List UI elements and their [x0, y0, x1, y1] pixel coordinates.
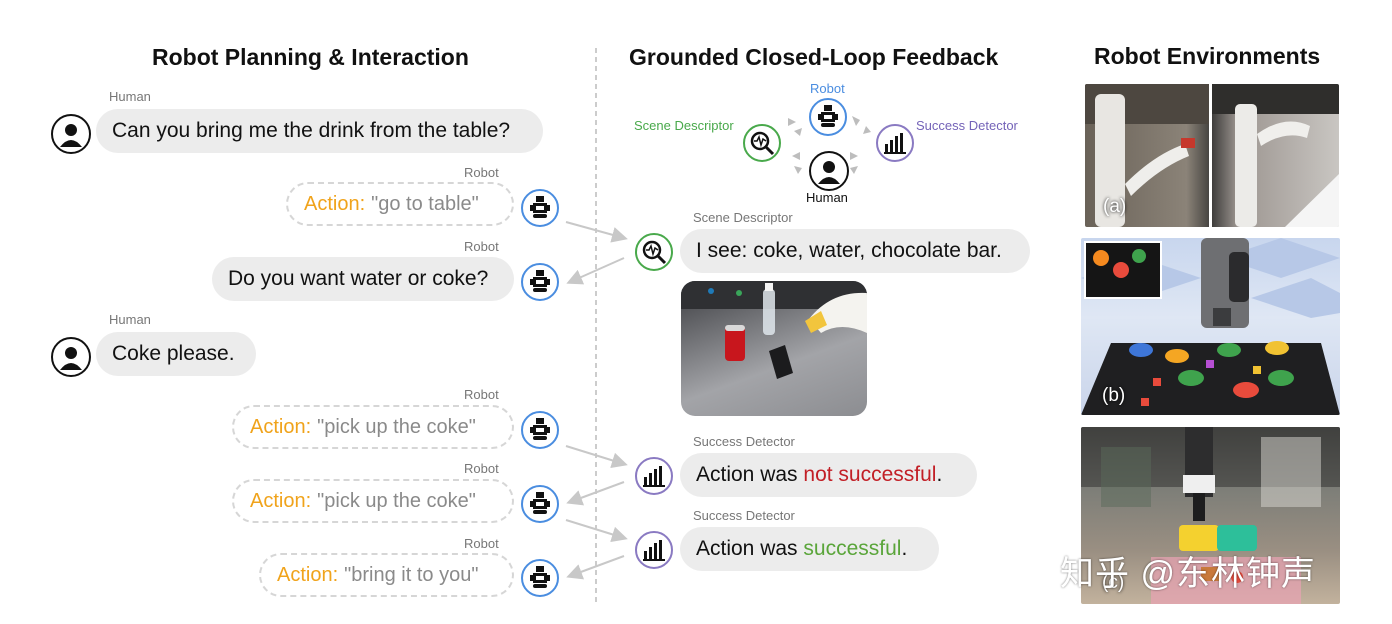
cycle-human-label: Human: [806, 190, 848, 205]
environment-photo-c: (c): [1081, 427, 1340, 604]
column-divider: [595, 48, 597, 604]
message-highlight: successful: [803, 537, 902, 560]
human-message: Can you bring me the drink from the tabl…: [96, 109, 543, 153]
message-suffix: .: [901, 537, 908, 560]
action-bubble: Action: "pick up the coke": [232, 405, 514, 449]
scene-photo: [681, 281, 867, 416]
human-label: Human: [109, 89, 151, 104]
robot-icon: [521, 559, 559, 597]
cycle-success-label: Success Detector: [916, 118, 1018, 133]
action-bubble: Action: "go to table": [286, 182, 514, 226]
robot-message: Do you want water or coke?: [212, 257, 514, 301]
environment-tag-c: (c): [1102, 572, 1125, 593]
action-bubble: Action: "pick up the coke": [232, 479, 514, 523]
message-suffix: .: [936, 463, 943, 486]
action-value: "pick up the coke": [317, 415, 476, 438]
success-detector-icon: [635, 531, 673, 569]
scene-descriptor-icon: [743, 124, 781, 162]
success-detector-label: Success Detector: [693, 508, 795, 523]
cycle-arrows: [788, 116, 871, 174]
action-value: "bring it to you": [344, 563, 479, 586]
success-detector-icon: [635, 457, 673, 495]
environment-tag-a: (a): [1103, 196, 1127, 217]
action-key: Action:: [304, 192, 366, 215]
success-detector-label: Success Detector: [693, 434, 795, 449]
success-message-fail: Action was not successful .: [680, 453, 977, 497]
scene-descriptor-label: Scene Descriptor: [693, 210, 793, 225]
environment-photo-b: (b): [1081, 238, 1340, 415]
watermark: 知乎 @东林钟声: [1060, 555, 1316, 593]
robot-label: Robot: [464, 536, 499, 551]
human-icon: [51, 337, 91, 377]
message-highlight: not successful: [803, 463, 937, 486]
human-message: Coke please.: [96, 332, 256, 376]
message-prefix: Action was: [696, 463, 804, 486]
middle-title: Grounded Closed-Loop Feedback: [629, 44, 999, 70]
action-bubble: Action: "bring it to you": [259, 553, 514, 597]
robot-label: Robot: [464, 165, 499, 180]
scene-descriptor-icon: [635, 233, 673, 271]
message-prefix: Action was: [696, 537, 804, 560]
robot-icon: [521, 485, 559, 523]
cycle-scene-label: Scene Descriptor: [634, 118, 734, 133]
robot-icon: [521, 263, 559, 301]
action-value: "pick up the coke": [317, 489, 476, 512]
robot-label: Robot: [464, 461, 499, 476]
robot-label: Robot: [464, 239, 499, 254]
action-value: "go to table": [371, 192, 479, 215]
success-detector-icon: [876, 124, 914, 162]
robot-icon: [521, 189, 559, 227]
cycle-robot-label: Robot: [810, 81, 845, 96]
scene-description-message: I see: coke, water, chocolate bar.: [680, 229, 1030, 273]
action-key: Action:: [250, 489, 312, 512]
human-icon: [51, 114, 91, 154]
success-message-ok: Action was successful .: [680, 527, 939, 571]
left-title: Robot Planning & Interaction: [152, 44, 469, 70]
human-label: Human: [109, 312, 151, 327]
robot-icon: [809, 98, 847, 136]
action-key: Action:: [277, 563, 339, 586]
action-key: Action:: [250, 415, 312, 438]
right-title: Robot Environments: [1094, 43, 1321, 69]
environment-photo-a: (a): [1085, 84, 1339, 227]
robot-icon: [521, 411, 559, 449]
robot-label: Robot: [464, 387, 499, 402]
environment-tag-b: (b): [1102, 385, 1126, 406]
human-icon: [809, 151, 849, 191]
